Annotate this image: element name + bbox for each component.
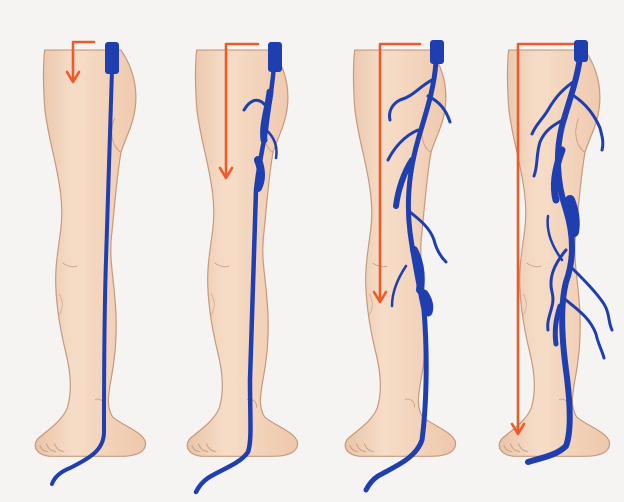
valve-cap-icon (574, 40, 588, 62)
valve-cap-icon (105, 42, 119, 74)
valve-cap-icon (430, 40, 444, 64)
valve-cap-icon (268, 42, 282, 72)
